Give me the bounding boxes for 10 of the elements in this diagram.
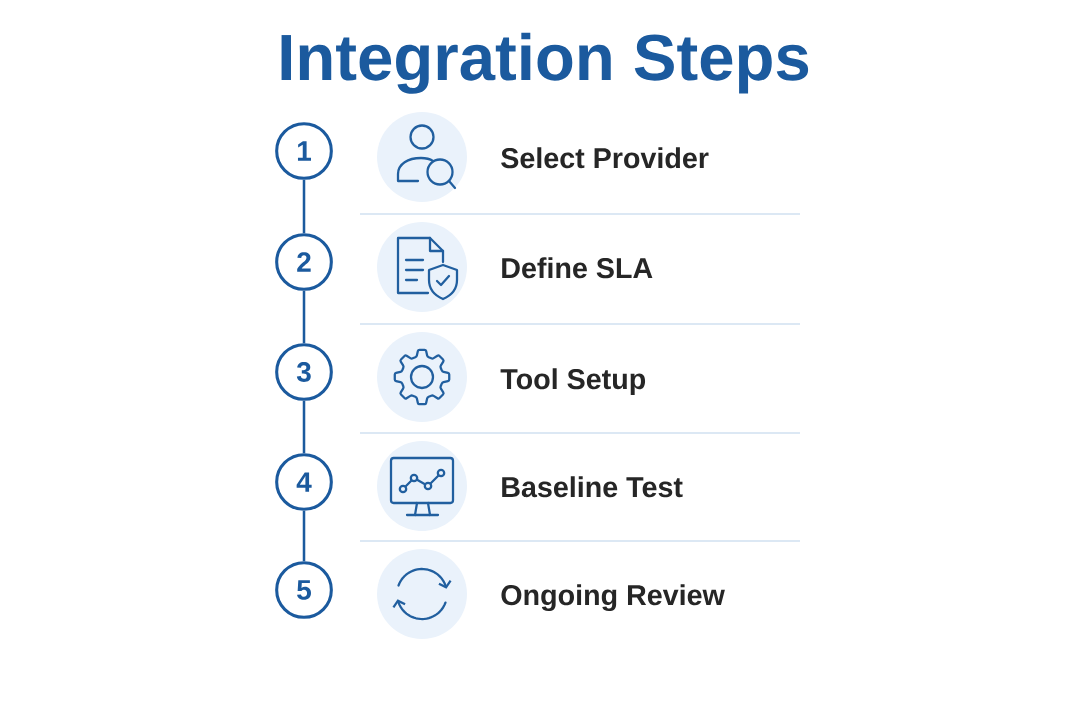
connector-line <box>302 400 306 454</box>
title: Integration Steps <box>281 32 809 94</box>
connector-line <box>302 179 306 234</box>
step-title: Select Provider <box>501 147 709 169</box>
connector-line <box>302 510 306 562</box>
step-title: Baseline Test <box>502 476 683 498</box>
step-title: Tool Setup <box>500 368 646 395</box>
connector-line <box>302 290 306 344</box>
step-title: Define SLA <box>502 257 653 279</box>
step-title: Ongoing Review <box>501 584 725 612</box>
